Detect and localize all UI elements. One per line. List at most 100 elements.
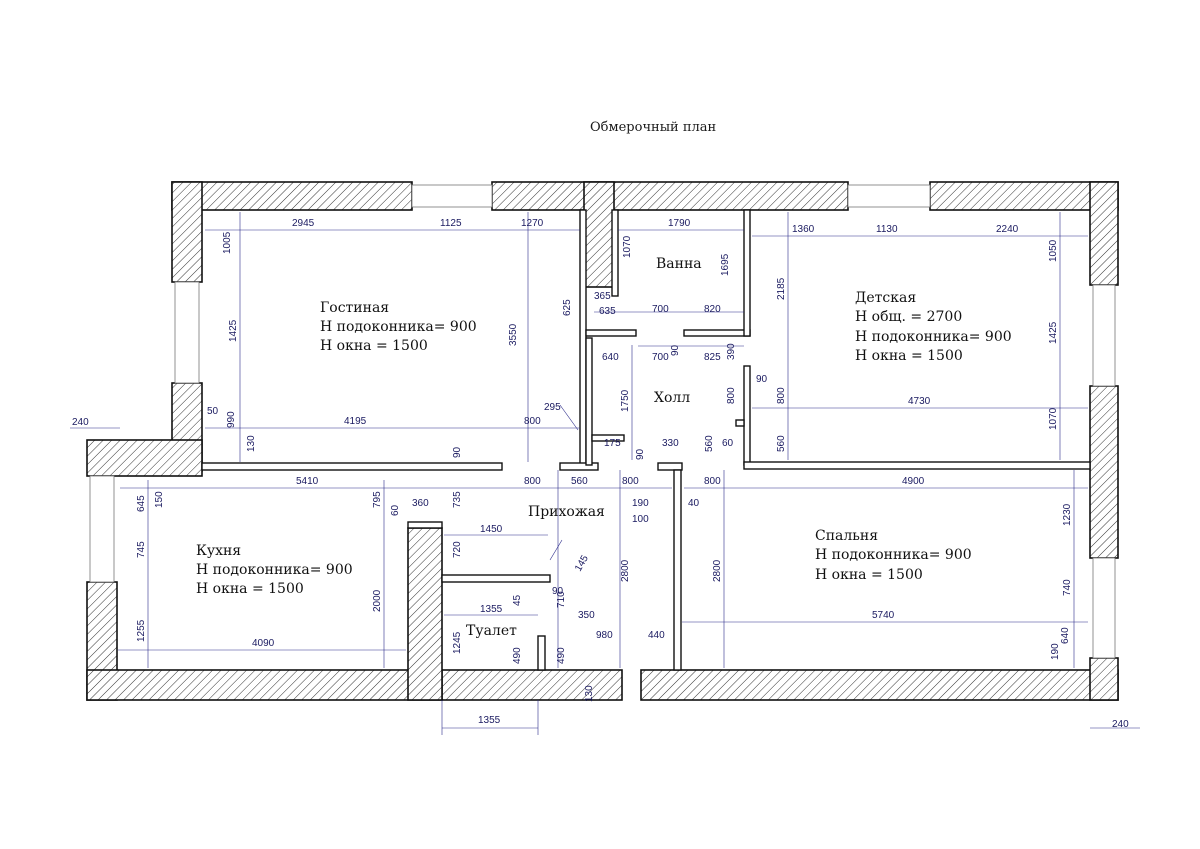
partition-child-left <box>743 365 751 466</box>
dim-label: 2000 <box>372 589 383 612</box>
dim-label: 2240 <box>996 224 1019 235</box>
window-child-top <box>847 184 931 208</box>
dim-label: 4900 <box>902 476 925 487</box>
dim-label: 4090 <box>252 638 275 649</box>
dim-label: 240 <box>1112 719 1129 730</box>
dim-label: 490 <box>556 647 567 664</box>
wall-bottom-left <box>86 669 443 701</box>
partition-toilet-right <box>537 635 546 671</box>
dim-label: 640 <box>602 352 619 363</box>
dim-label: 635 <box>599 306 616 317</box>
partition-bath-left <box>611 209 619 297</box>
dim-label: 820 <box>704 304 721 315</box>
room-kitchen-name: Кухня <box>196 543 241 559</box>
dim-label: 350 <box>578 610 595 621</box>
dim-label: 2945 <box>292 218 315 229</box>
dim-label: 1125 <box>440 218 462 229</box>
dim-label: 1050 <box>1048 239 1059 262</box>
dim-label: 800 <box>776 387 787 404</box>
wall-top-left <box>171 181 413 211</box>
dim-label: 710 <box>556 591 567 608</box>
dim-label: 90 <box>670 344 681 356</box>
dim-label: 90 <box>635 448 646 460</box>
dim-label: 1750 <box>620 389 631 412</box>
dim-label: 1425 <box>228 319 239 342</box>
dim-label: 745 <box>136 541 147 558</box>
dim-label: 45 <box>512 594 523 606</box>
dim-label: 800 <box>726 387 737 404</box>
room-child-height: Н общ. = 2700 <box>855 309 962 325</box>
dim-label: 490 <box>512 647 523 664</box>
room-entry-name: Прихожая <box>528 504 605 520</box>
wall-bath-corner <box>583 181 615 288</box>
partition-living-right <box>579 209 587 466</box>
dim-label: 330 <box>662 438 679 449</box>
dim-label: 990 <box>226 411 237 428</box>
dim-label: 1230 <box>1062 503 1073 526</box>
dim-label: 90 <box>756 374 768 385</box>
dim-label: 4195 <box>344 416 367 427</box>
dim-label: 60 <box>722 438 734 449</box>
wall-left-step <box>86 439 203 477</box>
dim-label: 1425 <box>1048 321 1059 344</box>
partition-toilet-top <box>441 574 551 583</box>
dim-label: 2800 <box>620 559 631 582</box>
dim-label: 4730 <box>908 396 931 407</box>
room-kitchen-sill: Н подоконника= 900 <box>196 562 353 578</box>
dim-label: 440 <box>648 630 665 641</box>
dim-label: 1245 <box>452 631 463 654</box>
room-living-name: Гостиная <box>320 300 389 316</box>
wall-top-mid <box>491 181 849 211</box>
dim-label: 1070 <box>1048 407 1059 430</box>
dim-label: 625 <box>562 299 573 316</box>
dim-label: 5740 <box>872 610 895 621</box>
dim-label: 560 <box>776 435 787 452</box>
room-bedroom-window: Н окна = 1500 <box>815 567 923 583</box>
dim-label: 700 <box>652 352 669 363</box>
dim-label: 60 <box>390 504 401 516</box>
dim-label: 130 <box>584 685 595 702</box>
room-hall-name: Холл <box>654 390 690 406</box>
room-child-window: Н окна = 1500 <box>855 348 963 364</box>
dim-label: 980 <box>596 630 613 641</box>
dim-label: 1695 <box>720 253 731 276</box>
room-kitchen-window: Н окна = 1500 <box>196 581 304 597</box>
dim-label: 145 <box>573 553 591 573</box>
dim-label: 1070 <box>622 235 633 258</box>
dim-label: 800 <box>704 476 721 487</box>
partitions <box>201 209 1091 671</box>
wall-kitchen-right <box>407 527 443 701</box>
wall-right-lower <box>1089 657 1119 701</box>
room-living-window: Н окна = 1500 <box>320 338 428 354</box>
dim-label: 175 <box>604 438 621 449</box>
dim-label: 90 <box>552 586 564 597</box>
dim-label: 1130 <box>876 224 898 235</box>
partition-bath-bottom-a <box>585 329 637 337</box>
partition-bath-bottom-b <box>683 329 751 337</box>
dim-label: 700 <box>652 304 669 315</box>
wall-right-mid <box>1089 385 1119 559</box>
dim-label: 240 <box>72 417 89 428</box>
dim-label: 390 <box>726 343 737 360</box>
partition-hall-door <box>735 419 745 427</box>
room-labels: Гостиная Н подоконника= 900 Н окна = 150… <box>196 256 1012 639</box>
dim-label: 800 <box>622 476 639 487</box>
dim-label: 645 <box>136 495 147 512</box>
room-child-sill: Н подоконника= 900 <box>855 329 1012 345</box>
dim-label: 100 <box>632 514 649 525</box>
dim-label: 720 <box>452 541 463 558</box>
dim-label: 5410 <box>296 476 319 487</box>
dim-label: 1355 <box>480 604 503 615</box>
dim-label: 365 <box>594 291 611 302</box>
partition-bath-right <box>743 209 751 337</box>
dimension-labels: 2945 1125 1270 1790 1360 1130 2240 1005 … <box>72 218 1129 730</box>
dim-label: 1790 <box>668 218 691 229</box>
dim-label: 2185 <box>776 277 787 300</box>
wall-right-upper <box>1089 181 1119 286</box>
partition-hall-left <box>585 337 593 466</box>
window-kitchen-left <box>89 475 115 583</box>
room-living-sill: Н подоконника= 900 <box>320 319 477 335</box>
dim-label: 360 <box>412 498 429 509</box>
window-living-left <box>174 281 200 384</box>
